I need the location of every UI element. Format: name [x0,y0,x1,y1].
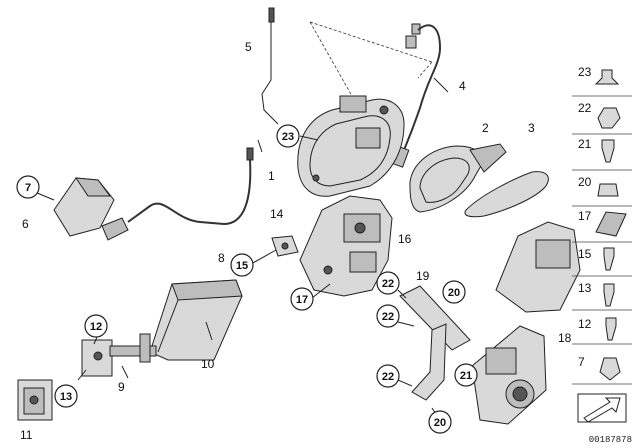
part-9-door-check [81,333,157,377]
callout-9: 9 [118,380,125,394]
callout-7: 7 [25,182,31,194]
sidebar-label-23: 23 [578,65,592,79]
part-11-plate [17,379,53,421]
part-14-striker [271,235,299,257]
callout-22b-circle [376,304,400,328]
sidebar-label-22: 22 [578,101,592,115]
callout-2: 2 [482,121,489,135]
callout-19: 19 [416,269,430,283]
callout-23-circle [276,124,300,148]
callout-10: 10 [201,357,215,371]
callout-7-circle [16,175,40,199]
sidebar-label-15: 15 [578,247,592,261]
callout-14: 14 [270,207,284,221]
screw-icon [605,317,617,341]
callout-22a: 22 [382,278,394,290]
callout-20a: 20 [448,287,460,299]
clip-icon [597,183,619,197]
dashed-leader [309,21,433,97]
callout-22a-circle [376,271,400,295]
callout-20b-circle [428,410,452,434]
pad-icon [595,211,627,237]
part-10-cover [149,279,243,361]
part-18-lock-actuator [471,221,581,425]
nut-icon [599,357,621,381]
callout-12: 12 [90,321,102,333]
callout-23: 23 [282,131,294,143]
nut-icon [597,107,621,129]
callout-20b: 20 [434,417,446,429]
sidebar-label-13: 13 [578,281,592,295]
callout-21-circle [454,363,478,387]
callout-17-circle [290,287,314,311]
callout-13: 13 [60,391,72,403]
sidebar-label-18: 18 [558,331,572,345]
sidebar-label-12: 12 [578,317,592,331]
callout-22b: 22 [382,311,394,323]
callout-6: 6 [22,217,29,231]
callout-5: 5 [245,40,252,54]
callout-13-circle [54,384,78,408]
part-2-cover [409,143,507,213]
callout-16: 16 [398,232,412,246]
arrow-icon [583,397,621,423]
callout-15-circle [230,253,254,277]
callout-22c: 22 [382,371,394,383]
callout-1: 1 [268,169,275,183]
part-1-handle-carrier [297,95,405,197]
sidebar-label-17: 17 [578,209,592,223]
bowden-cable [127,147,254,226]
screw-icon [603,247,615,271]
callout-22c-circle [376,364,400,388]
part-3-handle [464,171,549,218]
part-19-bracket [399,285,471,401]
sidebar-label-7: 7 [578,355,585,369]
sidebar-label-21: 21 [578,137,592,151]
callout-4: 4 [459,79,466,93]
callout-20a-circle [442,280,466,304]
screw-icon [594,69,620,85]
callout-8: 8 [218,251,225,265]
part-5-rod [261,7,279,125]
callout-21: 21 [460,370,472,382]
bolt-icon [601,139,615,163]
callout-15: 15 [236,260,248,272]
callout-12-circle [84,314,108,338]
small-parts-column: 23 22 21 20 17 15 13 12 18 7 [558,65,632,423]
part-6-bracket [53,177,129,241]
part-4-cable [392,23,442,168]
callout-11: 11 [20,428,33,442]
drawing-code: 00187878 [588,435,632,445]
sidebar-label-20: 20 [578,175,592,189]
callout-17: 17 [296,294,308,306]
screw-icon [603,283,615,307]
callout-3: 3 [528,121,535,135]
part-16-lock [299,195,393,297]
